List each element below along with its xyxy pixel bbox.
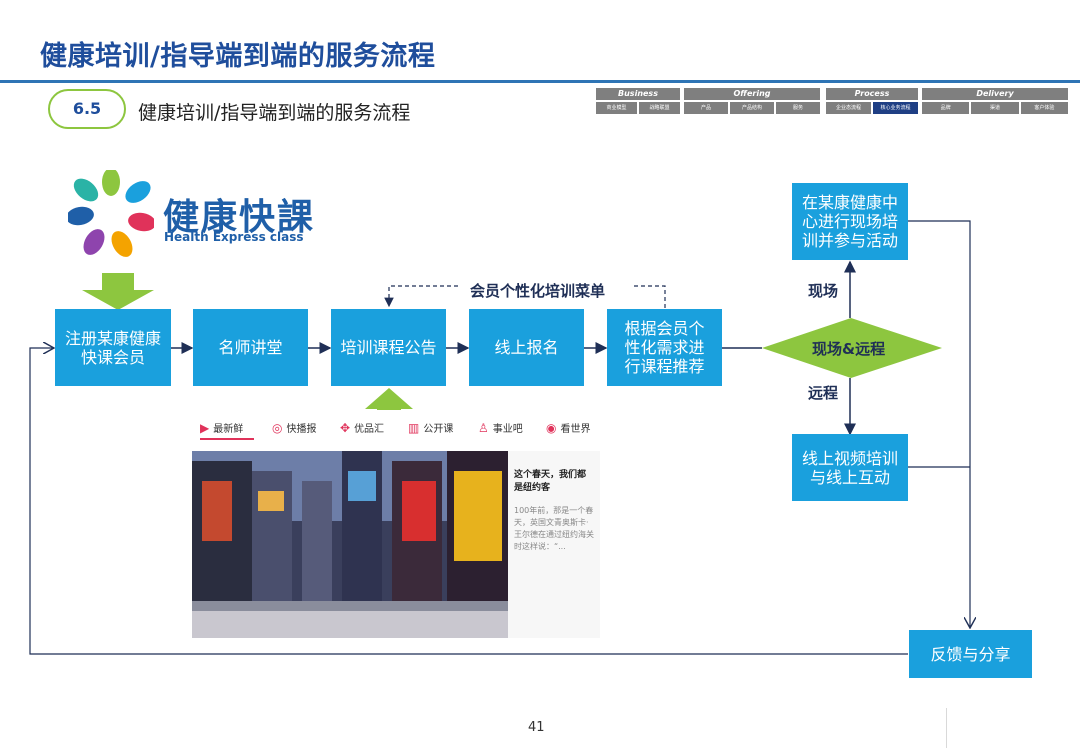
remote-label: 远程 xyxy=(808,384,839,402)
tab-label: 优品汇 xyxy=(354,424,385,435)
footer-divider xyxy=(946,708,947,748)
title-divider xyxy=(0,80,1080,83)
nav-group-business: Business 商业模型 战略联盟 xyxy=(596,88,680,116)
tab-career[interactable]: ♙ 事业吧 xyxy=(478,420,523,436)
personalized-menu-label: 会员个性化培训菜单 xyxy=(470,282,606,300)
line-onsite-feedback xyxy=(908,220,970,628)
globe-icon: ◉ xyxy=(546,420,557,435)
nav-item[interactable]: 品牌 xyxy=(922,102,970,114)
tab-products[interactable]: ✥ 优品汇 xyxy=(340,420,385,436)
nav-group-offering: Offering 产品 产品结构 服务 xyxy=(684,88,820,116)
nav-group-delivery: Delivery 品牌 渠道 客户体验 xyxy=(922,88,1068,116)
nav-item[interactable]: 服务 xyxy=(776,102,820,114)
active-tab-underline xyxy=(200,438,254,440)
dashed-menu-left xyxy=(384,285,458,308)
city-illustration xyxy=(192,451,508,638)
nav-group-process: Process 企业态流程 核心业务流程 xyxy=(826,88,918,116)
step-register: 注册某康健康快课会员 xyxy=(55,309,171,386)
section-title: 健康培训/指导端到端的服务流程 xyxy=(138,102,411,124)
book-icon: ▥ xyxy=(408,420,420,435)
tab-quick-news[interactable]: ◎ 快播报 xyxy=(272,420,317,436)
play-icon: ▶ xyxy=(200,420,210,435)
article-preview[interactable]: 这个春天，我们都是纽约客 100年前，那是一个春天，英国文青奥斯卡·王尔德在通过… xyxy=(508,451,600,638)
nav-item[interactable]: 产品 xyxy=(684,102,728,114)
online-training-box: 线上视频培训与线上互动 xyxy=(792,434,908,501)
tab-label: 快播报 xyxy=(286,424,317,435)
section-number-badge: 6.5 xyxy=(48,89,126,129)
logo-tagline: Health Express class xyxy=(164,230,304,244)
page-number: 41 xyxy=(528,720,545,735)
grid-icon: ✥ xyxy=(340,420,351,435)
step-master-lecture: 名师讲堂 xyxy=(193,309,308,386)
feedback-box: 反馈与分享 xyxy=(909,630,1032,678)
nav-item-active[interactable]: 核心业务流程 xyxy=(873,102,918,114)
article-title: 这个春天，我们都是纽约客 xyxy=(514,470,587,493)
step-course-notice: 培训课程公告 xyxy=(331,309,446,386)
nav-item[interactable]: 商业模型 xyxy=(596,102,637,114)
tab-open-class[interactable]: ▥ 公开课 xyxy=(408,420,454,436)
decision-label: 现场&远程 xyxy=(812,340,886,358)
nav-item[interactable]: 产品结构 xyxy=(730,102,774,114)
nav-group-title: Delivery xyxy=(922,88,1068,100)
nav-item[interactable]: 客户体验 xyxy=(1020,102,1068,114)
app-tab-bar: ▶ 最新鲜 ◎ 快播报 ✥ 优品汇 ▥ 公开课 ♙ 事业吧 ◉ 看世界 xyxy=(200,420,600,440)
onsite-training-box: 在某康健康中心进行现场培训并参与活动 xyxy=(792,183,908,260)
dashed-menu-right xyxy=(632,285,666,308)
tab-label: 最新鲜 xyxy=(213,424,244,435)
nav-group-title: Process xyxy=(826,88,918,100)
nav-group-title: Business xyxy=(596,88,680,100)
decision-diamond xyxy=(762,318,942,378)
nav-group-title: Offering xyxy=(684,88,820,100)
logo-name: 健康快課 xyxy=(163,197,316,238)
step-recommend: 根据会员个性化需求进行课程推荐 xyxy=(607,309,722,386)
tab-label: 看世界 xyxy=(560,424,591,435)
step-online-signup: 线上报名 xyxy=(469,309,584,386)
onsite-label: 现场 xyxy=(808,282,839,300)
article-body: 100年前，那是一个春天，英国文青奥斯卡·王尔德在通过纽约海关时这样说：“... xyxy=(514,506,594,551)
city-photo[interactable] xyxy=(192,451,508,638)
page-title: 健康培训/指导端到端的服务流程 xyxy=(40,41,436,72)
nav-item[interactable]: 渠道 xyxy=(971,102,1019,114)
line-feedback-loop xyxy=(29,348,908,655)
tab-latest[interactable]: ▶ 最新鲜 xyxy=(200,420,244,436)
tab-label: 公开课 xyxy=(423,424,454,435)
broadcast-icon: ◎ xyxy=(272,420,283,435)
person-icon: ♙ xyxy=(478,420,489,435)
logo-emblem xyxy=(68,170,154,257)
green-arrow-up xyxy=(365,388,413,410)
nav-item[interactable]: 战略联盟 xyxy=(639,102,680,114)
tab-label: 事业吧 xyxy=(492,424,523,435)
green-arrow-down xyxy=(82,273,154,310)
nav-item[interactable]: 企业态流程 xyxy=(826,102,871,114)
tab-world[interactable]: ◉ 看世界 xyxy=(546,420,591,436)
